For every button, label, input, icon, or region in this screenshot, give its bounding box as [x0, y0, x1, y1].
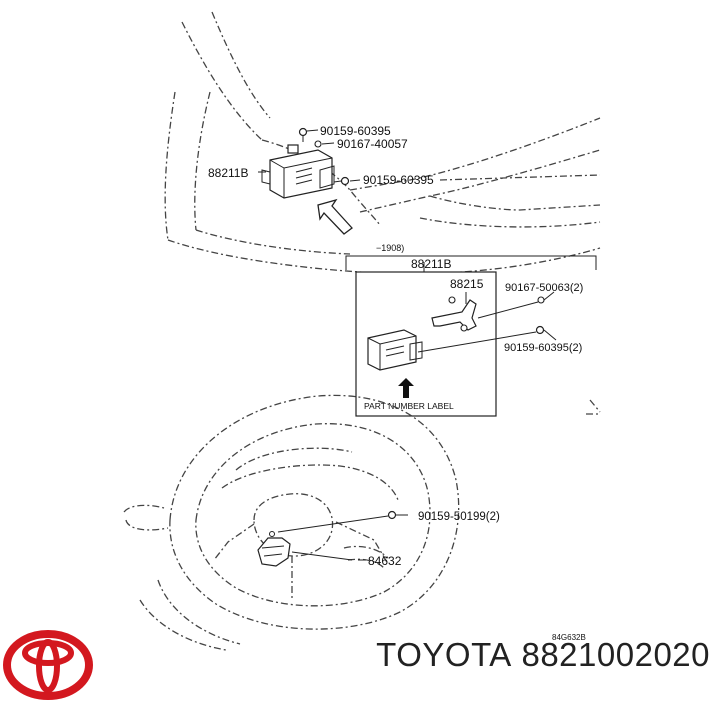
revision-note: −1908) — [376, 243, 404, 253]
brand-name: TOYOTA — [376, 636, 512, 673]
callout-sensor-main: 88211B — [208, 166, 248, 180]
part-label-arrow — [398, 378, 414, 398]
footer-caption: TOYOTA 8821002020 — [376, 636, 710, 674]
callout-inset-title: 88211B — [411, 257, 451, 271]
steering-switch — [257, 510, 408, 567]
callout-bolt-side: 90159-60395 — [363, 173, 434, 187]
steering-wheel — [123, 394, 460, 651]
inset-sensor — [367, 329, 423, 371]
fastener-top — [298, 127, 350, 186]
leader-lines-top — [258, 129, 361, 182]
callout-washer-top: 90167-40057 — [337, 137, 408, 151]
location-arrow — [317, 198, 353, 235]
callout-bracket: 88215 — [450, 277, 484, 291]
sensor-assembly-top — [261, 144, 335, 199]
callout-washer-inset: 90167-50063(2) — [505, 282, 583, 294]
callout-switch-wheel: 84632 — [368, 554, 402, 568]
figure-code: 84G632B — [552, 633, 586, 642]
inset-bracket-part — [431, 296, 545, 335]
callout-bolt-top: 90159-60395 — [320, 124, 391, 138]
callout-bolt-wheel: 90159-50199(2) — [418, 511, 500, 523]
inset-bracket: −1908) 88211B — [345, 243, 597, 272]
part-number-label-note: PART NUMBER LABEL — [364, 401, 454, 411]
part-number: 8821002020 — [521, 636, 710, 673]
toyota-logo-icon — [3, 630, 93, 700]
inset-leaders — [417, 291, 557, 353]
callout-bolt-inset: 90159-60395(2) — [504, 342, 582, 354]
